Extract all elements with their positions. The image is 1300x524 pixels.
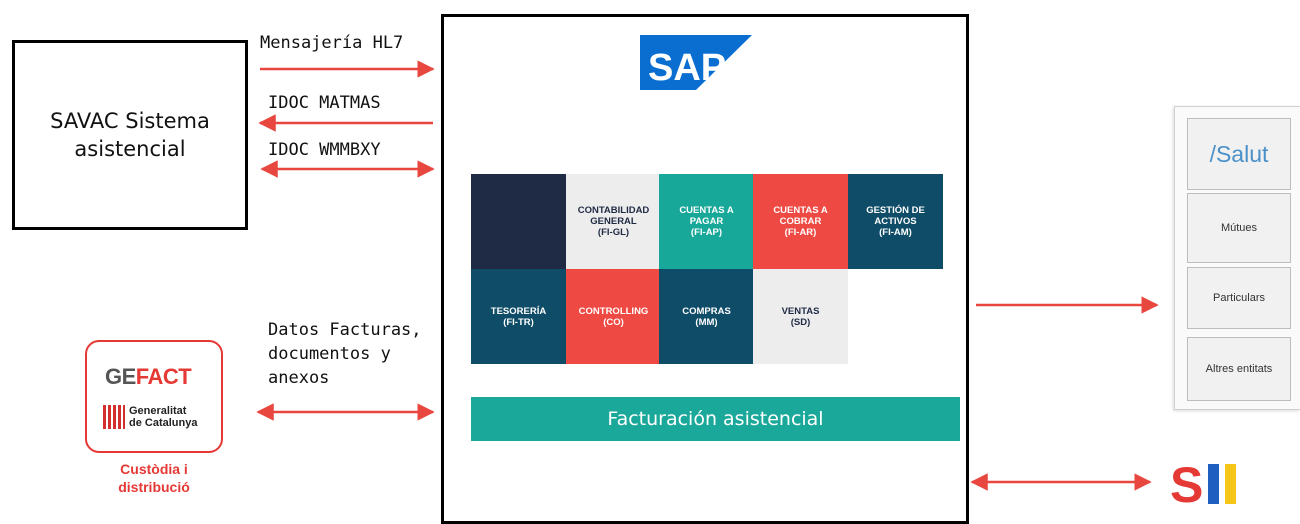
invoice-data-line1: Datos Facturas, (268, 320, 422, 340)
module-tile-co: CONTROLLING (CO) (566, 269, 661, 364)
savac-title-line2: asistencial (74, 137, 186, 161)
module-tile-sd: VENTAS (SD) (753, 269, 848, 364)
module-tile-fi-gl: CONTABILIDAD GENERAL (FI-GL) (566, 174, 661, 269)
gefact-badge: GEFACT Generalitat de Catalunya (85, 340, 223, 453)
generalitat-text: Generalitat de Catalunya (129, 405, 197, 429)
payer-altres-entitats: Altres entitats (1187, 337, 1291, 401)
gefact-logo-fact: FACT (135, 364, 192, 389)
message-label-matmas: IDOC MATMAS (268, 93, 381, 113)
payer-mutues: Mútues (1187, 193, 1291, 263)
savac-title-line1: SAVAC Sistema (50, 109, 210, 133)
module-tile-blank (471, 174, 566, 269)
sii-logo: S (1170, 458, 1236, 506)
sii-logo-bar-blue (1208, 464, 1219, 504)
payer-particulars: Particulars (1187, 267, 1291, 329)
gefact-logo: GEFACT (105, 364, 192, 390)
sap-logo-text: SAP (648, 47, 726, 89)
module-tile-fi-am: GESTIÓN DE ACTIVOS (FI-AM) (848, 174, 943, 269)
custody-caption-line1: Custòdia i (120, 461, 188, 477)
savac-system-box: SAVAC Sistema asistencial (12, 40, 248, 230)
gefact-logo-ge: GE (105, 364, 136, 389)
invoice-data-line3: anexos (268, 368, 330, 388)
module-tile-fi-ar: CUENTAS A COBRAR (FI-AR) (753, 174, 848, 269)
sii-logo-s: S (1170, 458, 1203, 506)
generalitat-line1: Generalitat (129, 405, 187, 417)
module-tile-fi-ap: CUENTAS A PAGAR (FI-AP) (659, 174, 754, 269)
invoice-data-line2: documentos y (268, 344, 391, 364)
sap-logo: SAP (640, 35, 752, 90)
invoice-data-label: Datos Facturas, documentos y anexos (268, 318, 422, 390)
billing-module-bar: Facturación asistencial (471, 397, 960, 441)
custody-caption: Custòdia i distribució (85, 460, 223, 496)
generalitat-line2: de Catalunya (129, 417, 198, 429)
custody-caption-line2: distribució (118, 479, 190, 495)
module-tile-mm: COMPRAS (MM) (659, 269, 754, 364)
sii-logo-bar-yellow (1225, 464, 1236, 504)
message-label-wmmbxy: IDOC WMMBXY (268, 140, 381, 160)
payers-panel: /Salut Mútues Particulars Altres entitat… (1174, 106, 1300, 410)
module-tile-fi-tr: TESORERÍA (FI-TR) (471, 269, 566, 364)
message-label-hl7: Mensajería HL7 (260, 33, 404, 53)
generalitat-emblem-icon (103, 405, 125, 429)
payer-salut: /Salut (1187, 118, 1291, 190)
